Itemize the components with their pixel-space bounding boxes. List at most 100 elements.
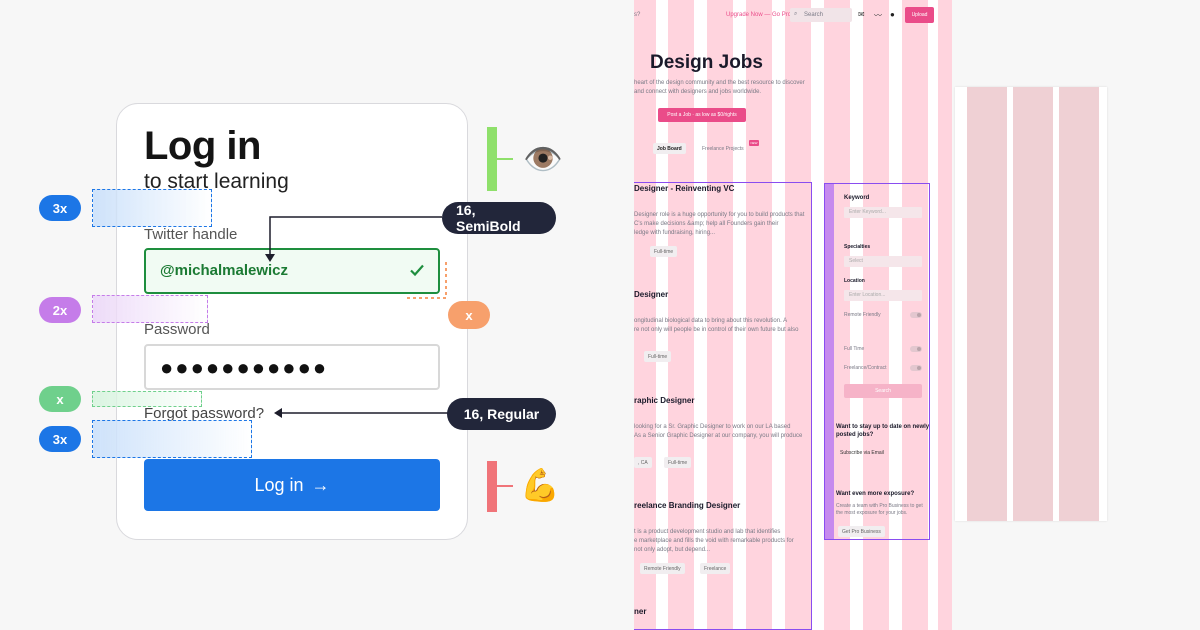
- sidebar-frame: [824, 183, 930, 540]
- twitter-handle-label: Twitter handle: [144, 226, 238, 243]
- fulltime-toggle[interactable]: [910, 346, 922, 352]
- twitter-handle-input[interactable]: @michalmalewicz: [144, 248, 440, 294]
- job-chip: Full-time: [650, 246, 678, 257]
- font-semibold-tag: 16, SemiBold: [442, 202, 556, 234]
- job-desc: ongitudinal biological data to bring abo…: [634, 318, 788, 324]
- regular-pointer: [274, 408, 448, 418]
- job-desc: Designer role is a huge opportunity for …: [634, 212, 805, 218]
- password-value: ●●●●●●●●●●●: [160, 355, 329, 380]
- job-chip: Full-time: [644, 351, 672, 362]
- keyword-label: Keyword: [844, 195, 870, 201]
- grid-column: [1013, 87, 1053, 521]
- visual-weight-bar: [487, 127, 497, 191]
- job-title[interactable]: raphic Designer: [634, 396, 695, 405]
- upgrade-link[interactable]: Upgrade Now — Go Pro: [726, 12, 792, 18]
- freelance-label: Freelance/Contract: [844, 365, 887, 371]
- subscribe-link[interactable]: Subscribe via Email: [840, 450, 884, 456]
- exposure-heading: Want even more exposure?: [836, 491, 915, 497]
- spacing-3x-bottom-badge: 3x: [39, 426, 81, 452]
- remote-toggle[interactable]: [910, 312, 922, 318]
- login-title: Log in: [144, 124, 261, 168]
- job-title[interactable]: Designer: [634, 290, 669, 299]
- freelance-toggle[interactable]: [910, 365, 922, 371]
- avatar[interactable]: ●: [890, 10, 895, 19]
- spacing-x-right-bracket: [404, 262, 447, 299]
- password-input[interactable]: ●●●●●●●●●●●: [144, 344, 440, 390]
- search-box[interactable]: ⌕ Search: [790, 8, 852, 22]
- grid-column: [967, 87, 1007, 521]
- job-desc: looking for a Sr. Graphic Designer to wo…: [634, 424, 791, 430]
- forgot-password-link[interactable]: Forgot password?: [144, 405, 265, 422]
- visual-weight-tick: [497, 158, 513, 160]
- spacing-3x-area: [92, 189, 212, 227]
- muscle-icon: 💪: [520, 467, 560, 503]
- spacing-3x-bottom-area: [92, 420, 252, 458]
- spacing-2x-badge: 2x: [39, 297, 81, 323]
- keyword-input[interactable]: Enter Keyword...: [844, 207, 922, 218]
- sidebar-search-button[interactable]: Search: [844, 384, 922, 398]
- login-button-label: Log in: [254, 474, 304, 495]
- pro-desc: Create a team with Pro Business to get: [836, 503, 923, 509]
- job-location-chip: , CA: [634, 457, 652, 468]
- intro-line-1: heart of the design community and the be…: [634, 80, 805, 86]
- eye-icon: 👁️: [523, 141, 563, 177]
- grid-column: [863, 0, 889, 630]
- sidebar-gutter: [825, 184, 834, 539]
- fulltime-label: Full Time: [844, 346, 865, 352]
- specialties-select[interactable]: Select: [844, 256, 922, 267]
- job-desc: As a Senior Graphic Designer at our comp…: [634, 433, 803, 439]
- remote-label: Remote Friendly: [844, 312, 881, 318]
- remote-chip: Remote Friendly: [640, 563, 685, 574]
- grid-column: [707, 0, 733, 630]
- grid-column: [634, 0, 656, 630]
- job-title[interactable]: ner: [634, 607, 647, 616]
- job-title[interactable]: Designer - Reinventing VC: [634, 184, 735, 193]
- spacing-x-badge: x: [39, 386, 81, 412]
- grid-column: [746, 0, 772, 630]
- location-input[interactable]: Enter Location...: [844, 290, 922, 301]
- tab-freelance-projects[interactable]: Freelance Projects: [702, 146, 744, 152]
- new-badge: NEW: [749, 140, 759, 146]
- grid-column: [1059, 87, 1099, 521]
- login-subtitle: to start learning: [144, 170, 289, 193]
- post-job-button[interactable]: Post a Job · as low as $0/rights: [658, 108, 746, 122]
- login-button[interactable]: Log in →: [144, 459, 440, 511]
- job-desc: t is a product development studio and la…: [634, 529, 781, 535]
- tab-job-board[interactable]: Job Board: [653, 143, 686, 154]
- mail-icon[interactable]: ✉: [858, 10, 865, 19]
- spacing-3x-badge: 3x: [39, 195, 81, 221]
- job-title[interactable]: reelance Branding Designer: [634, 501, 741, 510]
- upload-button[interactable]: Upload: [905, 7, 934, 23]
- nav-fragment: s?: [634, 12, 641, 18]
- job-desc: C's make decisions &amp; help all Founde…: [634, 221, 779, 227]
- page-title: Design Jobs: [650, 52, 763, 73]
- design-jobs-page: s? Upgrade Now — Go Pro ⌕ Search ✉ 〰 ● U…: [634, 0, 952, 630]
- check-icon: [410, 264, 424, 277]
- job-desc: e marketplace and fills the void with re…: [634, 538, 794, 544]
- job-desc: re not only will people be in control of…: [634, 327, 799, 333]
- spacing-x-area: [92, 391, 202, 407]
- semibold-pointer: [265, 216, 442, 262]
- twitter-handle-value: @michalmalewicz: [160, 262, 289, 279]
- search-icon: ⌕: [794, 11, 798, 17]
- stay-updated-heading-2: posted jobs?: [836, 432, 874, 438]
- job-desc: ledge with fundraising, hiring...: [634, 230, 716, 236]
- spacing-2x-area: [92, 295, 208, 323]
- action-weight-tick: [497, 485, 513, 487]
- column-grid-preview: [955, 87, 1107, 521]
- job-chip: Full-time: [664, 457, 692, 468]
- location-label: Location: [844, 278, 865, 284]
- arrow-right-icon: →: [311, 474, 330, 495]
- get-pro-button[interactable]: Get Pro Business: [838, 526, 885, 537]
- activity-icon[interactable]: 〰: [874, 11, 882, 20]
- password-label: Password: [144, 321, 210, 338]
- stay-updated-heading: Want to stay up to date on newly: [836, 424, 930, 430]
- job-desc: not only adopt, but depend...: [634, 547, 711, 553]
- grid-column: [668, 0, 694, 630]
- spacing-x-right-badge: x: [448, 301, 490, 329]
- grid-column: [785, 0, 811, 630]
- intro-line-2: and connect with designers and jobs worl…: [634, 89, 762, 95]
- font-regular-tag: 16, Regular: [447, 398, 556, 430]
- pro-desc-2: the most exposure for your jobs.: [836, 510, 908, 516]
- specialties-label: Specialties: [844, 244, 871, 250]
